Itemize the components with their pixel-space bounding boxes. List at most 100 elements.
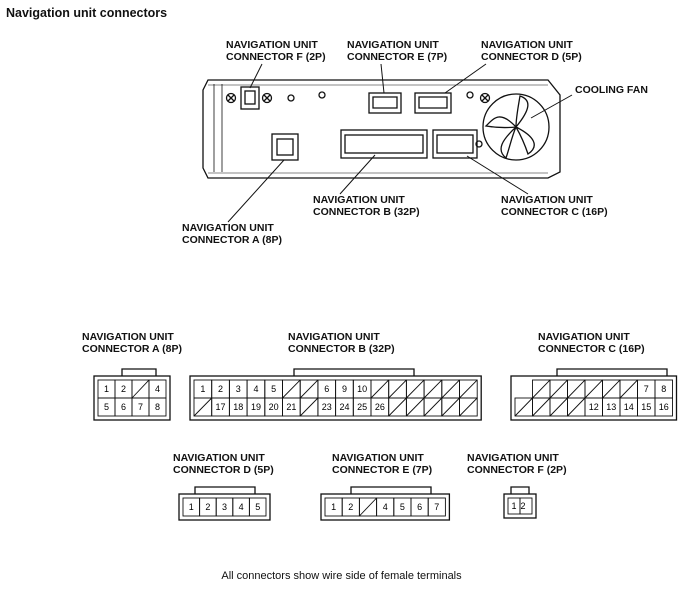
empty-pin-slash <box>406 397 425 417</box>
pin-number: 14 <box>624 402 634 412</box>
empty-pin-slash <box>584 379 603 399</box>
pin-number: 25 <box>357 402 367 412</box>
connector-lock-tab <box>293 368 415 376</box>
connector-housing <box>320 493 451 521</box>
empty-pin-slash <box>602 379 621 399</box>
empty-pin-slash <box>549 397 568 417</box>
pin-number: 4 <box>253 384 258 394</box>
empty-pin-slash <box>370 379 390 399</box>
pin-number: 19 <box>251 402 261 412</box>
unit-connector-e <box>368 92 402 114</box>
pin-number: 7 <box>644 384 649 394</box>
empty-pin-slash <box>299 397 319 417</box>
connector-housing <box>189 375 482 421</box>
empty-pin-slash <box>532 397 551 417</box>
empty-pin-slash <box>423 397 443 417</box>
pin-number: 23 <box>322 402 332 412</box>
empty-pin-slash <box>423 379 443 399</box>
empty-pin-slash <box>359 497 377 517</box>
pin-number: 24 <box>339 402 349 412</box>
empty-pin-slash <box>459 379 478 399</box>
connector-housing <box>510 375 678 421</box>
pin-number: 5 <box>271 384 276 394</box>
pin-number: 1 <box>189 502 194 512</box>
connector-lock-tab <box>350 486 432 494</box>
empty-pin-slash <box>514 397 533 417</box>
empty-pin-slash <box>406 379 425 399</box>
unit-body <box>202 79 561 179</box>
screw-icon <box>225 91 491 148</box>
pin-number: 2 <box>218 384 223 394</box>
pin-number: 2 <box>121 384 126 394</box>
pin-number: 3 <box>222 502 227 512</box>
pin-number: 15 <box>641 402 651 412</box>
page-title: Navigation unit connectors <box>6 6 168 20</box>
pin-number: 2 <box>205 502 210 512</box>
pin-number: 20 <box>269 402 279 412</box>
unit-connector-a <box>271 133 299 161</box>
unit-connector-c <box>432 129 478 159</box>
pin-number: 16 <box>659 402 669 412</box>
empty-pin-slash <box>619 379 638 399</box>
pin-cell <box>148 397 167 417</box>
pin-number: 2 <box>348 502 353 512</box>
pin-number: 2 <box>520 501 525 511</box>
label-cooling-fan: COOLING FAN <box>575 84 648 96</box>
pin-number: 26 <box>375 402 385 412</box>
pin-number: 21 <box>286 402 296 412</box>
pin-number: 17 <box>216 402 226 412</box>
empty-pin-slash <box>193 397 213 417</box>
pin-number: 4 <box>155 384 160 394</box>
connector-housing <box>503 493 537 519</box>
pin-number: 8 <box>661 384 666 394</box>
connector-lock-tab <box>194 486 256 494</box>
pin-cell <box>248 497 267 517</box>
pin-number: 1 <box>511 501 516 511</box>
cooling-fan-icon <box>482 93 550 161</box>
pin-cell <box>459 397 478 417</box>
pin-number: 1 <box>331 502 336 512</box>
pin-number: 1 <box>200 384 205 394</box>
empty-pin-slash <box>441 397 460 417</box>
unit-connector-d <box>414 92 452 114</box>
empty-pin-slash <box>388 397 407 417</box>
empty-pin-slash <box>567 379 586 399</box>
footer-note: All connectors show wire side of female … <box>221 570 462 582</box>
empty-pin-slash <box>388 379 407 399</box>
pin-number: 8 <box>155 402 160 412</box>
empty-pin-slash <box>282 379 301 399</box>
connector-lock-tab <box>510 486 530 494</box>
pin-cell <box>519 497 533 515</box>
pin-number: 1 <box>104 384 109 394</box>
connector-housing <box>178 493 271 521</box>
unit-connector-f <box>240 86 260 110</box>
connector-lock-tab <box>121 368 157 376</box>
pin-cell <box>427 497 446 517</box>
pin-number: 4 <box>383 502 388 512</box>
pin-number: 5 <box>400 502 405 512</box>
pin-number: 5 <box>255 502 260 512</box>
pin-number: 4 <box>239 502 244 512</box>
pin-number: 5 <box>104 402 109 412</box>
empty-pin-slash <box>567 397 586 417</box>
pin-number: 12 <box>589 402 599 412</box>
empty-pin-slash <box>459 397 478 417</box>
unit-connector-b <box>340 129 428 159</box>
connector-d: 1 2 3 4 5 <box>178 486 271 521</box>
